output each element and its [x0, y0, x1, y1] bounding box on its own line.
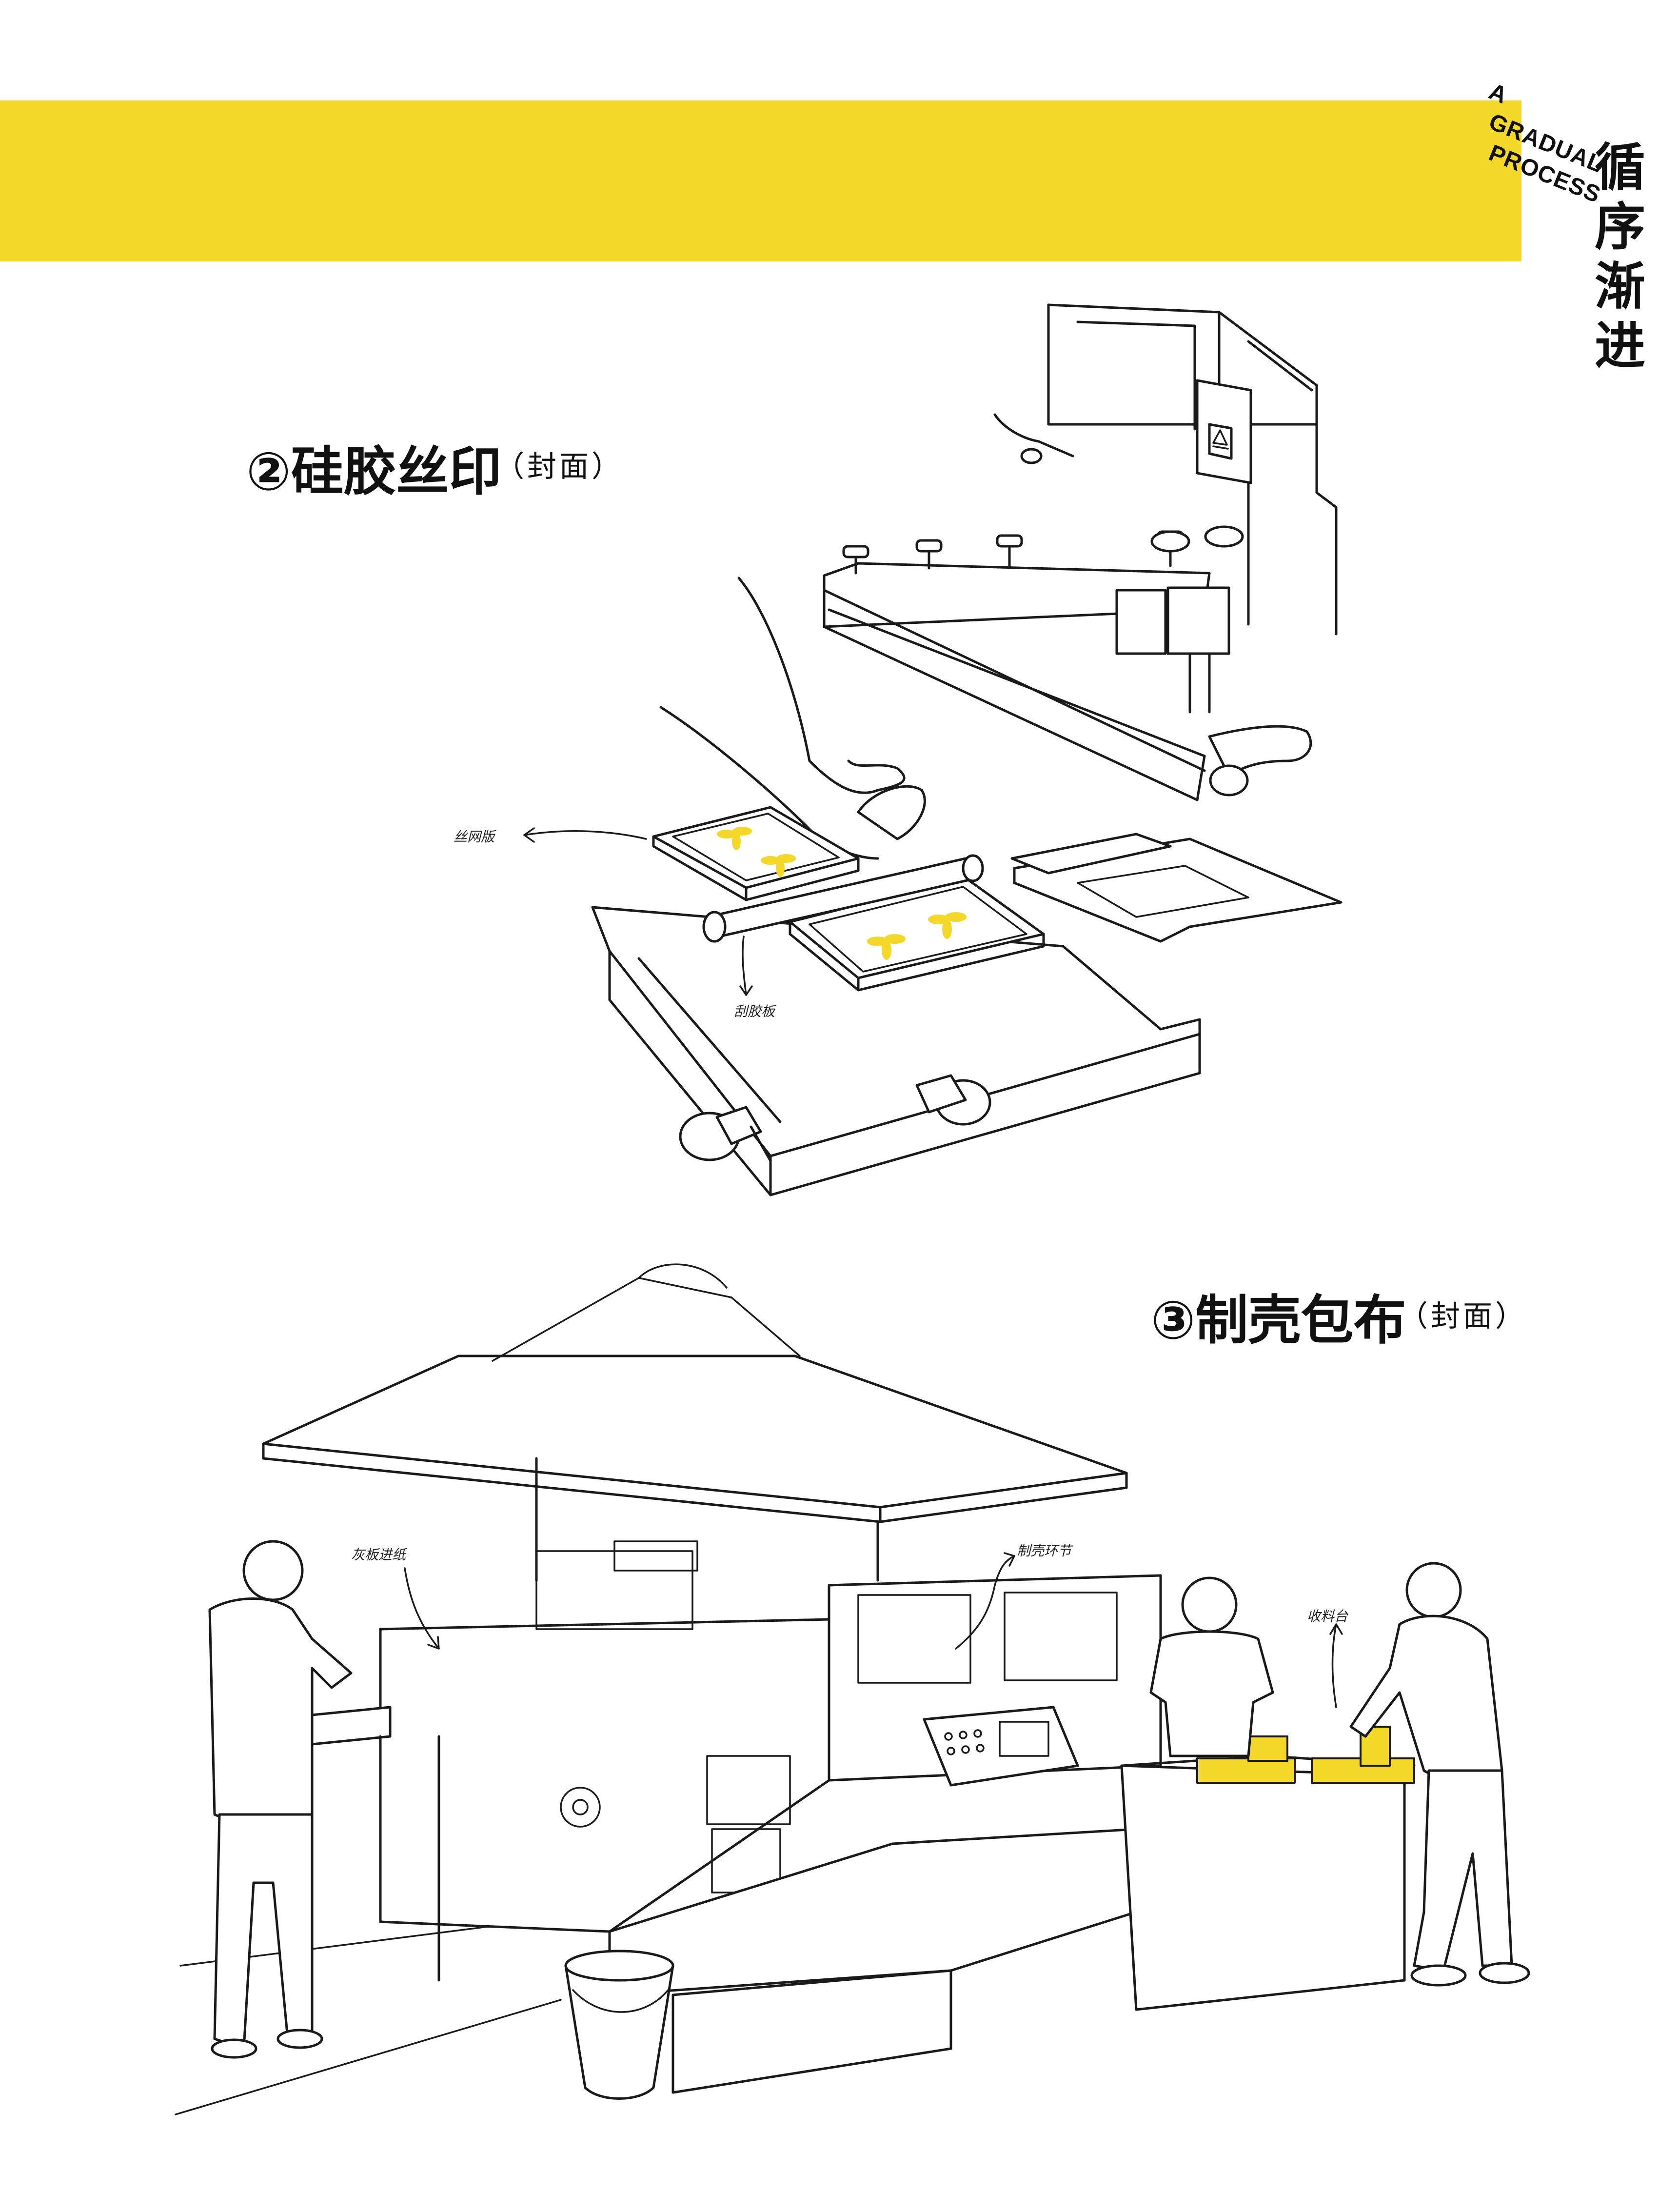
book-zh-char-3: 渐 [1594, 257, 1645, 316]
header-band [0, 100, 1521, 261]
section2-subtitle: （封面） [495, 450, 624, 484]
book-zh-char-1: 循 [1594, 138, 1645, 197]
label-collection: 收料台 [1307, 1608, 1348, 1624]
book-zh-char-4: 进 [1594, 316, 1645, 376]
section3-title: ③制壳包布 [1151, 1290, 1406, 1351]
label-squeegee: 刮胶板 [734, 1003, 775, 1019]
section3-subtitle: （封面） [1399, 1299, 1527, 1334]
label-feed: 灰板进纸 [351, 1547, 406, 1563]
label-case-making: 制壳环节 [1017, 1543, 1072, 1559]
section2-title: ②硅胶丝印 [246, 441, 502, 502]
label-screen: 丝网版 [454, 829, 495, 845]
book-zh-char-2: 序 [1594, 197, 1645, 257]
silkscreen-illustration [523, 303, 1343, 1196]
